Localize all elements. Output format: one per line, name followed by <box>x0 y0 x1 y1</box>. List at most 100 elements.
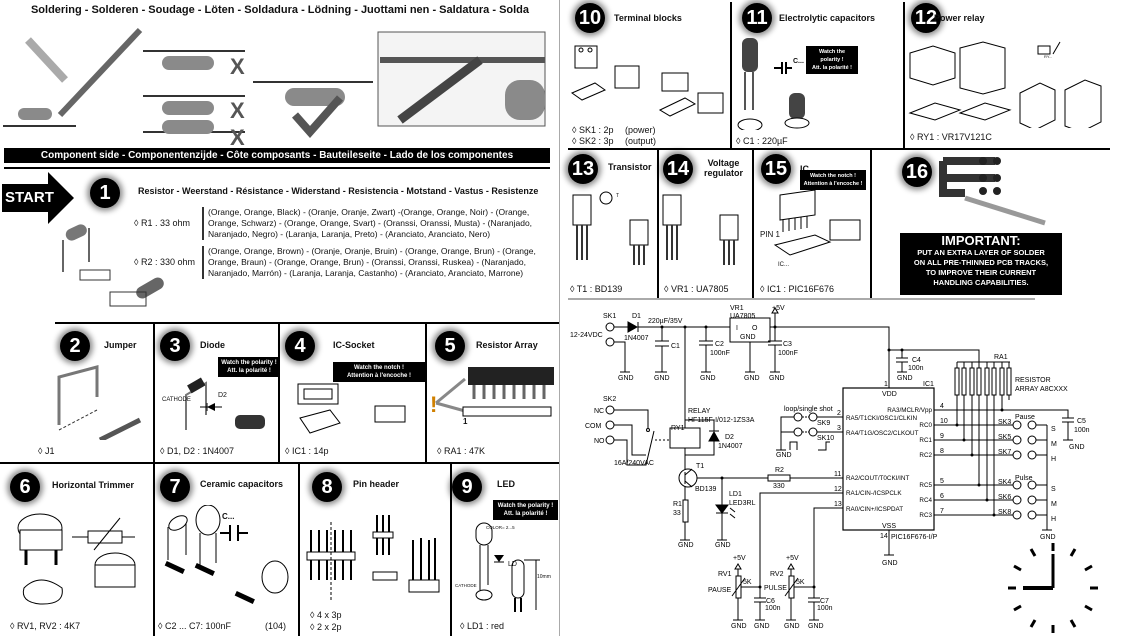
diode-illustration <box>185 377 265 430</box>
schematic-label: 12-24VDC <box>570 332 603 339</box>
soldering-illustrations: X X X <box>3 27 546 145</box>
schematic-label: +5V <box>733 555 746 562</box>
schematic-label: R2 <box>775 467 784 474</box>
step-6-part: ◊ RV1, RV2 : 4K7 <box>10 621 81 631</box>
component-side-banner: Component side - Componentenzijde - Côte… <box>4 148 550 163</box>
step-14-part: ◊ VR1 : UA7805 <box>664 284 729 294</box>
divider <box>0 462 560 464</box>
schematic-label: COM <box>585 423 602 430</box>
step-number-11: 11 <box>742 3 772 33</box>
schematic-label: RY1 <box>671 425 685 432</box>
voltage-regulator-illustration <box>662 194 739 265</box>
notch-notice: Watch the notch ! Attention à l'encoche … <box>800 170 866 190</box>
step-13-title: Transistor <box>608 162 652 172</box>
schematic-label: GND <box>776 452 792 459</box>
notice-line: Attention à l'encoche ! <box>346 373 412 379</box>
step-number-6: 6 <box>10 472 40 502</box>
schematic-label: T1 <box>696 463 704 470</box>
schematic-label: 100n <box>1074 427 1090 434</box>
led-illustration <box>475 522 540 612</box>
schematic-label: GND <box>769 375 785 382</box>
relay-symbol-label: RY... <box>1044 54 1053 59</box>
schematic-label: +5V <box>786 555 799 562</box>
divider <box>298 463 300 636</box>
warning-icon: ! <box>430 392 438 417</box>
page-divider <box>559 0 560 636</box>
divider <box>568 298 1035 300</box>
r2-label: ◊ R2 : 330 ohm <box>134 257 195 267</box>
good-solder-example <box>253 81 373 139</box>
step-8-part-1: ◊ 4 x 3p <box>310 610 342 620</box>
divider <box>657 149 659 298</box>
r1-color-code: (Orange, Orange, Black) - (Oranje, Oranj… <box>202 207 547 240</box>
schematic-label: 3 <box>837 425 841 432</box>
step-5-part: ◊ RA1 : 47K <box>437 446 485 456</box>
schematic-label: C4 <box>912 357 921 364</box>
schematic-label: 5K <box>743 579 752 586</box>
step-7-code: (104) <box>265 621 287 631</box>
schematic-label: 7 <box>940 508 944 515</box>
step-number-7: 7 <box>160 472 190 502</box>
step-11-title: Electrolytic capacitors <box>779 13 876 23</box>
step-number-8: 8 <box>312 472 342 502</box>
schematic-label: VR1 <box>730 305 744 312</box>
step-15-title: IC <box>800 164 809 174</box>
soldering-iron-illustration <box>3 27 143 127</box>
schematic-label: H <box>1051 516 1056 523</box>
important-line: TO IMPROVE THEIR CURRENT <box>925 268 1037 277</box>
pcb-track-soldering-illustration <box>939 157 1046 226</box>
step-number-2: 2 <box>60 331 90 361</box>
important-line: PUT AN EXTRA LAYER OF SOLDER <box>917 248 1045 257</box>
capacitor-symbol-label: C... <box>222 512 235 521</box>
notice-line: Watch the notch ! <box>353 365 405 371</box>
schematic-label: PULSE <box>764 585 787 592</box>
schematic-label: LD1 <box>729 491 742 498</box>
schematic-label: ARRAY A8CXXX <box>1015 386 1068 393</box>
divider <box>450 463 452 636</box>
schematic-label: C2 <box>715 341 724 348</box>
step-15-part: ◊ IC1 : PIC16F676 <box>760 284 834 294</box>
ic-symbol-label: IC... <box>778 262 790 268</box>
divider <box>568 148 1110 150</box>
schematic-label: C3 <box>783 341 792 348</box>
schematic-label: 2 <box>837 410 841 417</box>
led-symbol-label: LD <box>508 561 517 568</box>
schematic-label: GND <box>700 375 716 382</box>
notice-line: Att. la polarité ! <box>503 511 548 517</box>
step-5-title: Resistor Array <box>476 340 538 350</box>
lead-cutter-photo <box>377 31 546 127</box>
schematic-label: SK7 <box>998 449 1011 456</box>
notice-line: Attention à l'encoche ! <box>803 181 863 187</box>
polarity-notice: Watch the polarity ! Att. la polarité ! <box>493 500 558 520</box>
clock-icon <box>1008 543 1098 633</box>
schematic-label: PAUSE <box>708 587 732 594</box>
schematic-label: GND <box>654 375 670 382</box>
step-6-title: Horizontal Trimmer <box>52 480 135 490</box>
polarity-notice: Watch the polarity ! Att. la polarité ! <box>806 46 858 74</box>
schematic-label: PIC16F676-I/P <box>891 534 938 541</box>
schematic-label: SK6 <box>998 494 1011 501</box>
step-number-12: 12 <box>911 3 941 33</box>
schematic-label: RA1/CIN-/ICSPCLK <box>846 490 902 497</box>
schematic-label: SK8 <box>998 509 1011 516</box>
schematic-label: 33 <box>673 510 681 517</box>
schematic-label: GND <box>882 560 898 567</box>
led-cathode-label: CATHODE <box>455 583 477 588</box>
schematic-label: IC1 <box>923 381 934 388</box>
transistor-symbol-label: T <box>616 193 620 199</box>
step-8-part-2: ◊ 2 x 2p <box>310 622 342 632</box>
schematic-label: 1N4007 <box>624 335 649 342</box>
step-number-15: 15 <box>761 154 791 184</box>
schematic-label: BD139 <box>695 486 717 493</box>
start-arrow-icon <box>2 172 74 224</box>
schematic-label: GND <box>744 375 760 382</box>
step-4-part: ◊ IC1 : 14p <box>285 446 329 456</box>
schematic-label: I <box>736 325 738 332</box>
soldering-title: Soldering - Solderen - Soudage - Löten -… <box>30 4 530 16</box>
schematic-label: UA7805 <box>730 313 755 320</box>
schematic-label: 100nF <box>710 350 730 357</box>
svg-text:X: X <box>230 125 245 145</box>
divider <box>903 2 905 148</box>
important-title: IMPORTANT: <box>941 233 1021 248</box>
